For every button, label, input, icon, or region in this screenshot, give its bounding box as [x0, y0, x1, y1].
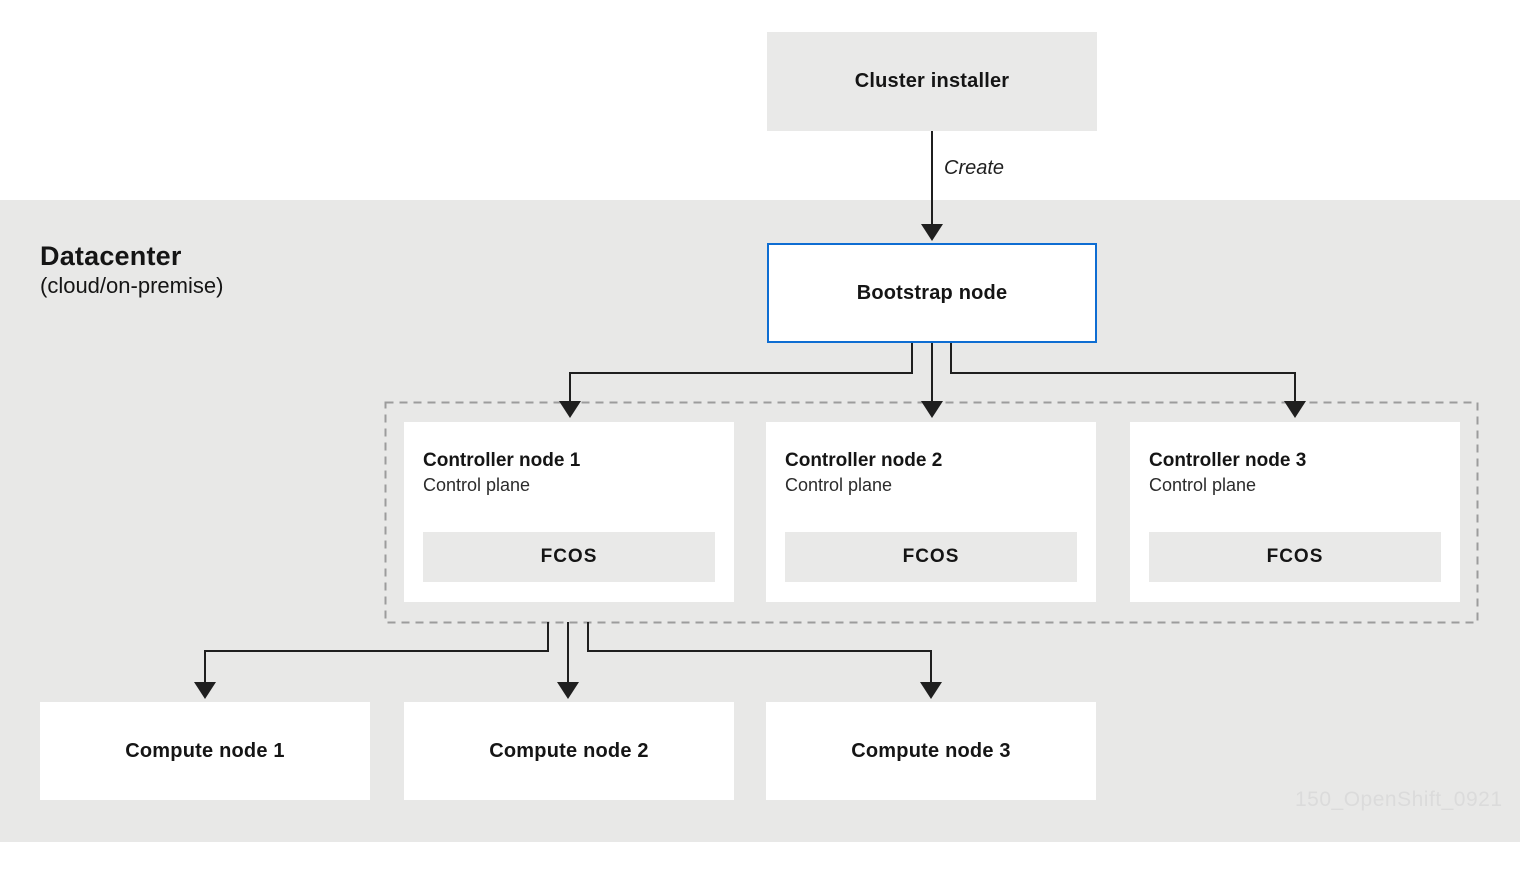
create-arrow-label: Create: [944, 157, 1005, 179]
connector-bootstrap-controller-1: [569, 343, 913, 402]
controller-node-title: Controller node 1: [423, 450, 581, 471]
cluster-installer-label: Cluster installer: [854, 70, 1010, 92]
controller-node-subtitle: Control plane: [1149, 475, 1257, 495]
datacenter-label: Datacenter (cloud/on-premise): [40, 240, 223, 300]
compute-node-label: Compute node 1: [125, 739, 285, 762]
compute-node-label: Compute node 2: [489, 739, 649, 762]
controller-node-title: Controller node 3: [1149, 450, 1307, 471]
fcos-box: FCOS: [423, 532, 715, 582]
arrowhead-icon: [1284, 401, 1306, 418]
arrowhead-icon: [557, 682, 579, 699]
controller-node-1-box: Controller node 1 Control plane FCOS: [404, 422, 734, 602]
connector-bootstrap-controller-3: [950, 343, 1296, 402]
compute-node-1-box: Compute node 1: [40, 702, 370, 800]
arrowhead-icon: [921, 224, 943, 241]
controller-node-subtitle: Control plane: [785, 475, 893, 495]
arrowhead-icon: [921, 401, 943, 418]
controller-node-2-box: Controller node 2 Control plane FCOS: [766, 422, 1096, 602]
arrowhead-icon: [920, 682, 942, 699]
fcos-box: FCOS: [1149, 532, 1441, 582]
watermark-text: 150_OpenShift_0921: [1295, 788, 1503, 811]
compute-node-3-box: Compute node 3: [766, 702, 1096, 800]
arrowhead-icon: [559, 401, 581, 418]
bootstrap-node-box: Bootstrap node: [767, 243, 1097, 343]
compute-node-label: Compute node 3: [851, 739, 1011, 762]
arrowhead-icon: [194, 682, 216, 699]
connector-controlplane-compute-3: [587, 622, 932, 683]
fcos-label: FCOS: [1266, 546, 1324, 567]
fcos-box: FCOS: [785, 532, 1077, 582]
fcos-label: FCOS: [540, 546, 598, 567]
datacenter-subtitle: (cloud/on-premise): [40, 273, 224, 298]
datacenter-title: Datacenter: [40, 241, 182, 271]
bootstrap-node-label: Bootstrap node: [856, 281, 1008, 304]
compute-node-2-box: Compute node 2: [404, 702, 734, 800]
controller-node-title: Controller node 2: [785, 450, 943, 471]
cluster-installer-box: Cluster installer: [767, 32, 1097, 131]
connector-controlplane-compute-1: [204, 622, 549, 683]
fcos-label: FCOS: [902, 546, 960, 567]
controller-node-subtitle: Control plane: [423, 475, 531, 495]
controller-node-3-box: Controller node 3 Control plane FCOS: [1130, 422, 1460, 602]
